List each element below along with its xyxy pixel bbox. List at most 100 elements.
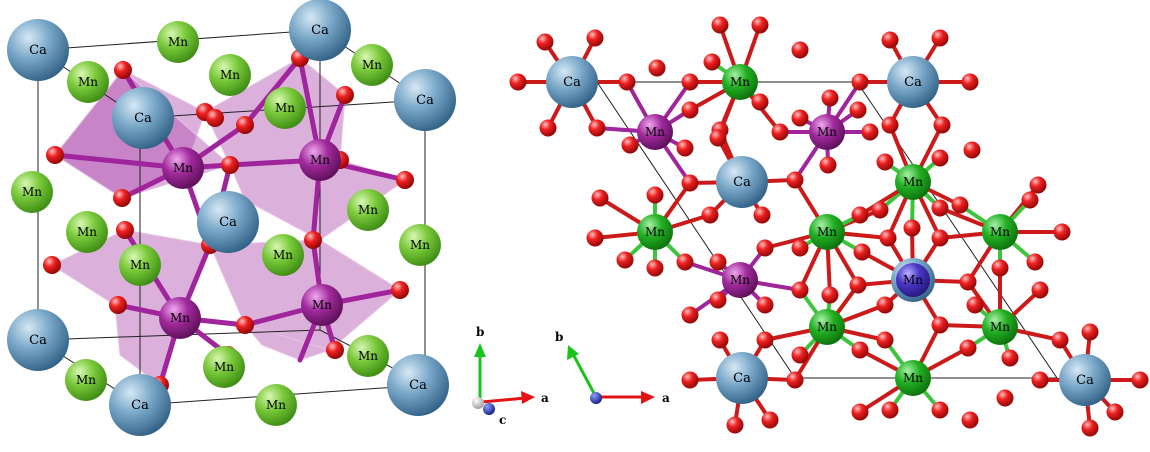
oxygen-atom bbox=[336, 86, 354, 104]
oxygen-atom bbox=[1031, 281, 1049, 299]
oxygen-atom bbox=[1026, 253, 1044, 271]
oxygen-atom bbox=[881, 116, 899, 134]
ca-atom: Ca bbox=[1059, 354, 1111, 406]
mn-atom-green-label: Mn bbox=[273, 248, 293, 262]
oxygen-atom bbox=[681, 306, 699, 324]
ca-atom: Ca bbox=[197, 191, 259, 253]
axes-layer: b a c b a bbox=[472, 325, 670, 427]
oxygen-atom bbox=[961, 73, 979, 91]
oxygen-atom bbox=[1081, 419, 1099, 437]
oxygen-atom bbox=[681, 174, 699, 192]
oxygen-atom bbox=[588, 119, 606, 137]
oxygen-atom bbox=[879, 229, 897, 247]
mn-atom-purple: Mn bbox=[722, 262, 758, 298]
oxygen-atom bbox=[711, 16, 729, 34]
axis-label-a: a bbox=[662, 391, 670, 405]
mn-atom-green-label: Mn bbox=[78, 75, 98, 89]
oxygen-atom bbox=[646, 259, 664, 277]
oxygen-atom bbox=[881, 31, 899, 49]
oxygen-atom bbox=[933, 116, 951, 134]
oxygen-atom bbox=[791, 346, 809, 364]
mn-atom-green-label: Mn bbox=[730, 75, 750, 89]
mn-atom-purple: Mn bbox=[299, 139, 341, 181]
mn-atom-green-label: Mn bbox=[410, 238, 430, 252]
mn-atom-green-label: Mn bbox=[358, 203, 378, 217]
axis-label-c: c bbox=[499, 413, 506, 427]
oxygen-atom bbox=[931, 316, 949, 334]
oxygen-atom bbox=[851, 73, 869, 91]
mn-atom-purple: Mn bbox=[159, 297, 201, 339]
oxygen-atom bbox=[591, 189, 609, 207]
oxygen-atom bbox=[726, 416, 744, 434]
oxygen-atom bbox=[646, 186, 664, 204]
oxygen-atom bbox=[536, 33, 554, 51]
oxygen-atom bbox=[861, 123, 879, 141]
oxygen-atom bbox=[618, 73, 636, 91]
oxygen-atom bbox=[751, 93, 769, 111]
mn-atom-green: Mn bbox=[66, 211, 108, 253]
mn-atom-blue-label: Mn bbox=[903, 273, 923, 287]
oxygen-atom bbox=[851, 403, 869, 421]
mn-atom-green: Mn bbox=[11, 171, 53, 213]
oxygen-atom bbox=[43, 256, 61, 274]
oxygen-atom bbox=[236, 116, 254, 134]
oxygen-atom bbox=[709, 253, 727, 271]
oxygen-atom bbox=[791, 41, 809, 59]
ca-atom: Ca bbox=[112, 87, 174, 149]
ca-atom-label: Ca bbox=[1076, 373, 1094, 388]
atoms-layer: CaCaCaCaCaCaCaCaMnMnMnMnMnMnMnMnMnMnMnMn… bbox=[7, 0, 1149, 437]
oxygen-atom bbox=[871, 201, 889, 219]
oxygen-atom bbox=[236, 316, 254, 334]
oxygen-atom bbox=[961, 411, 979, 429]
oxygen-atom bbox=[959, 339, 977, 357]
mn-atom-green-label: Mn bbox=[817, 225, 837, 239]
oxygen-atom bbox=[1029, 176, 1047, 194]
axis-label-a: a bbox=[541, 391, 549, 405]
oxygen-atom bbox=[881, 401, 899, 419]
oxygen-atom bbox=[791, 109, 809, 127]
oxygen-atom bbox=[931, 29, 949, 47]
axis-triad-right: b a bbox=[555, 330, 670, 405]
mn-atom-purple-label: Mn bbox=[310, 153, 330, 167]
mn-atom-green-label: Mn bbox=[77, 225, 97, 239]
mn-atom-green: Mn bbox=[982, 214, 1018, 250]
mn-atom-green-label: Mn bbox=[990, 320, 1010, 334]
oxygen-atom bbox=[711, 331, 729, 349]
oxygen-atom bbox=[391, 281, 409, 299]
ca-atom-label: Ca bbox=[733, 175, 751, 190]
mn-atom-purple-label: Mn bbox=[817, 125, 837, 139]
axis-label-b: b bbox=[555, 330, 563, 344]
oxygen-atom bbox=[1001, 349, 1019, 367]
mn-atom-green-label: Mn bbox=[358, 349, 378, 363]
mn-atom-purple: Mn bbox=[301, 284, 343, 326]
oxygen-atom bbox=[681, 101, 699, 119]
c-axis-arrow-icon bbox=[590, 392, 602, 404]
oxygen-atom bbox=[206, 109, 224, 127]
oxygen-atom bbox=[113, 189, 131, 207]
mn-atom-purple-label: Mn bbox=[173, 161, 193, 175]
oxygen-atom bbox=[876, 296, 894, 314]
mn-atom-green: Mn bbox=[157, 21, 199, 63]
c-axis-arrow-icon bbox=[483, 403, 495, 415]
mn-atom-purple-label: Mn bbox=[645, 125, 665, 139]
oxygen-atom bbox=[761, 411, 779, 429]
ca-atom-label: Ca bbox=[311, 23, 329, 38]
ca-atom-label: Ca bbox=[134, 111, 152, 126]
oxygen-atom bbox=[951, 196, 969, 214]
ca-atom: Ca bbox=[7, 19, 69, 81]
oxygen-atom bbox=[786, 371, 804, 389]
oxygen-atom bbox=[116, 221, 134, 239]
oxygen-atom bbox=[753, 206, 771, 224]
oxygen-atom bbox=[676, 139, 694, 157]
b-axis-arrow-icon bbox=[474, 343, 486, 357]
oxygen-atom bbox=[304, 231, 322, 249]
mn-atom-green-label: Mn bbox=[990, 225, 1010, 239]
oxygen-atom bbox=[756, 296, 774, 314]
oxygen-atom bbox=[396, 171, 414, 189]
oxygen-atom bbox=[903, 219, 921, 237]
ca-atom: Ca bbox=[887, 56, 939, 108]
oxygen-atom bbox=[849, 276, 867, 294]
mn-atom-green: Mn bbox=[895, 360, 931, 396]
mn-atom-green: Mn bbox=[351, 44, 393, 86]
